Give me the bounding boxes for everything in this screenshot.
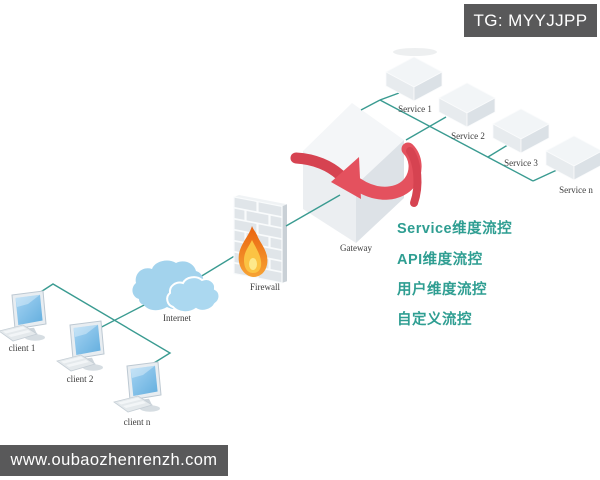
internet-cloud-icon	[132, 260, 221, 314]
service-box-icon	[492, 108, 550, 154]
connection-line	[379, 99, 534, 182]
service-box-icon	[545, 135, 600, 181]
flame-icon	[238, 226, 268, 277]
connection-lines-clients	[32, 248, 247, 377]
service-label: Service 3	[504, 158, 538, 168]
flow-control-item: Service维度流控	[397, 221, 513, 237]
internet-label: Internet	[163, 313, 191, 323]
connection-lines-services	[285, 92, 560, 227]
client-computer-icon	[0, 290, 47, 342]
client-label: client n	[124, 417, 151, 427]
service-box-icon	[438, 82, 496, 128]
client-label: client 2	[67, 374, 94, 384]
site-watermark: www.oubaozhenrenzh.com	[0, 445, 228, 476]
gateway-label: Gateway	[340, 243, 372, 253]
service-label: Service 1	[398, 104, 432, 114]
red-flow-arrow-icon	[290, 142, 422, 207]
flow-control-item: 自定义流控	[397, 312, 472, 328]
service-shadow	[393, 48, 437, 56]
client-computer-icon	[113, 361, 162, 413]
flow-control-item: 用户维度流控	[397, 282, 487, 298]
flow-control-item: API维度流控	[397, 252, 483, 268]
connection-line	[360, 99, 381, 111]
service-label: Service n	[559, 185, 593, 195]
firewall-label: Firewall	[250, 282, 280, 292]
firewall-icon	[233, 194, 287, 284]
connection-line	[379, 92, 400, 101]
connection-line	[532, 168, 560, 182]
connection-line	[405, 116, 447, 141]
client-computer-icon	[56, 320, 105, 372]
tg-watermark: TG: MYYJJPP	[464, 4, 597, 37]
client-label: client 1	[9, 343, 36, 353]
connection-line	[285, 194, 341, 227]
service-label: Service 2	[451, 131, 485, 141]
